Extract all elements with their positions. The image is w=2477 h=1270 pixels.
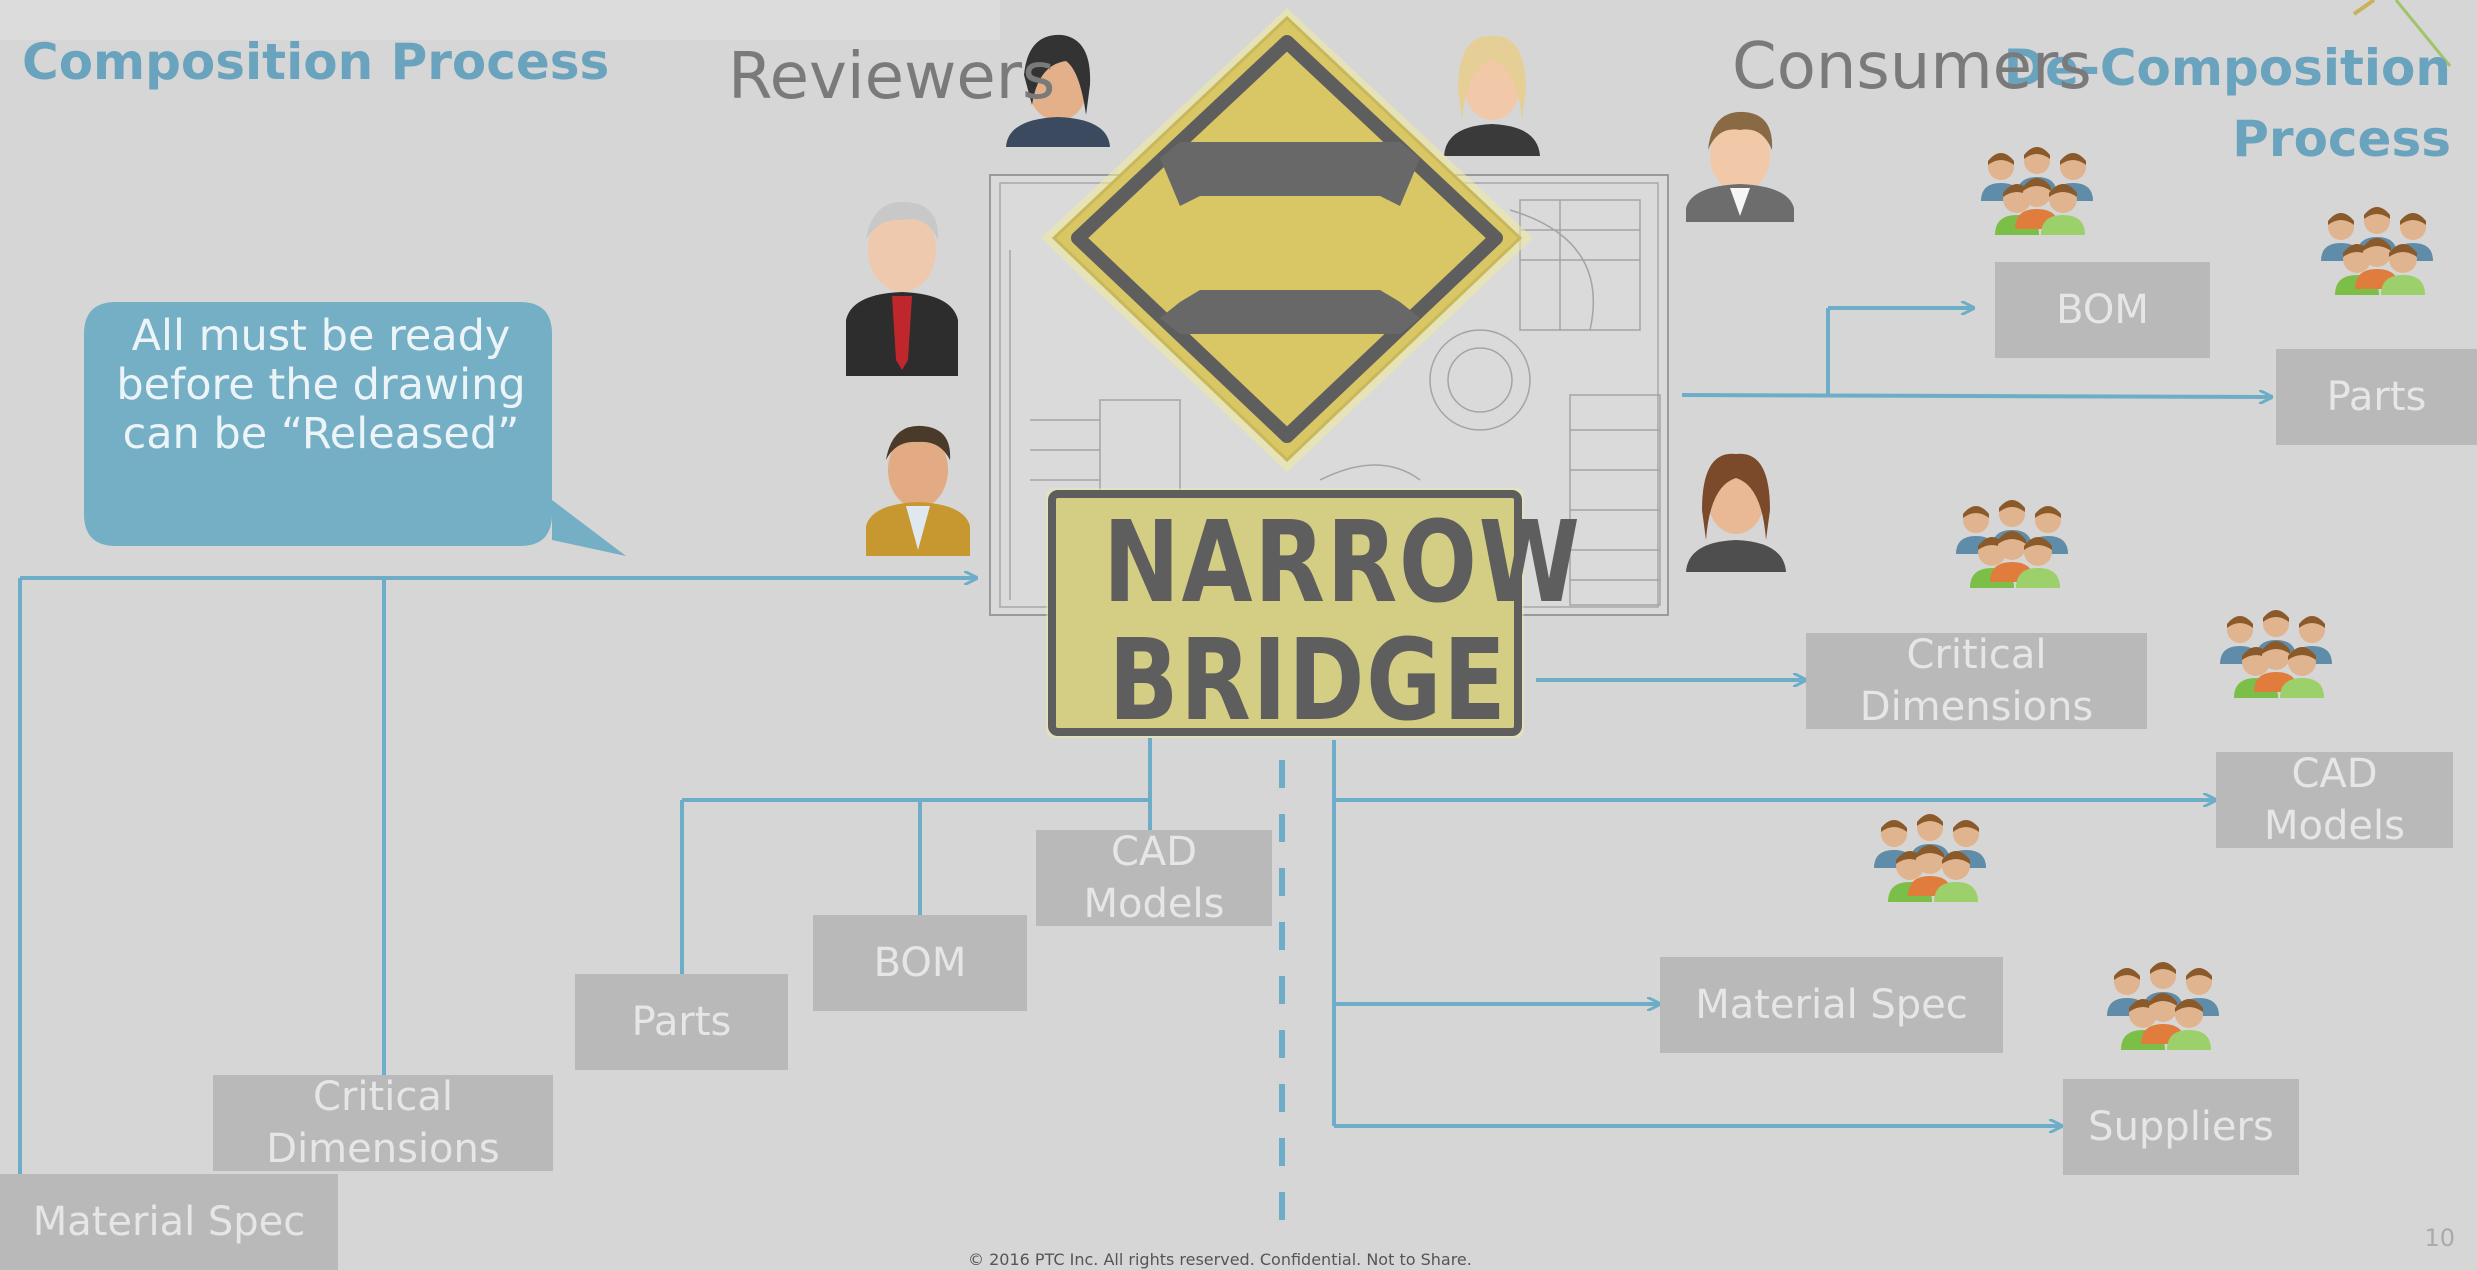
- decomposition-connectors: [1332, 308, 2270, 1126]
- composition-cad-models-box: CAD Models: [1036, 830, 1272, 926]
- sign-line-2: BRIDGE: [1108, 615, 1508, 746]
- businessman-grey-icon: [846, 201, 958, 376]
- callout-bubble: [84, 302, 626, 556]
- decomposition-material-spec-box: Material Spec: [1660, 957, 2003, 1053]
- decomposition-critical-dimensions-box: Critical Dimensions: [1806, 633, 2147, 729]
- people-group-icon: [2220, 610, 2332, 698]
- decomposition-parts-box: Parts: [2276, 349, 2477, 445]
- narrow-bridge-sign: [1041, 8, 1533, 738]
- narrow-bridge-sign-text: NARROW BRIDGE: [1103, 498, 1582, 746]
- businesswoman-consumer-icon: [1686, 453, 1786, 572]
- decomposition-process-title: De-Composition Process: [2004, 42, 2451, 165]
- pencil-icon: [2352, 0, 2452, 67]
- decomposition-bom-box: BOM: [1995, 262, 2210, 358]
- decomposition-suppliers-box: Suppliers: [2063, 1079, 2299, 1175]
- people-group-icon: [1956, 500, 2068, 588]
- composition-material-spec-box: Material Spec: [0, 1174, 338, 1270]
- composition-critical-dimensions-box: Critical Dimensions: [213, 1075, 553, 1171]
- composition-bom-box: BOM: [813, 915, 1027, 1011]
- composition-process-title: Composition Process: [22, 33, 610, 91]
- businesswoman-icon: [1006, 34, 1110, 147]
- header-band: [0, 0, 1000, 40]
- reviewers-heading: Reviewers: [728, 40, 1056, 114]
- bridge-symbol-icon: [1160, 290, 1420, 334]
- page-number: 10: [2424, 1224, 2455, 1252]
- people-group-icon: [2107, 962, 2219, 1050]
- decomposition-title-line1: De-Composition: [2003, 39, 2451, 97]
- composition-connectors: [18, 578, 1152, 1176]
- businessman-icon: [866, 425, 970, 556]
- callout-text: All must be ready before the drawing can…: [116, 311, 526, 460]
- bridge-symbol-icon: [1160, 142, 1420, 206]
- businessman-consumer-icon: [1686, 111, 1794, 222]
- composition-parts-box: Parts: [575, 974, 788, 1070]
- people-group-icon: [1874, 814, 1986, 902]
- decomposition-title-line2: Process: [2232, 109, 2451, 168]
- sign-line-1: NARROW: [1103, 498, 1582, 628]
- people-group-icon: [2321, 207, 2433, 295]
- consumers-heading: Consumers: [1732, 30, 2092, 104]
- businesswoman-blonde-icon: [1444, 35, 1540, 156]
- decomposition-cad-models-box: CAD Models: [2216, 752, 2453, 848]
